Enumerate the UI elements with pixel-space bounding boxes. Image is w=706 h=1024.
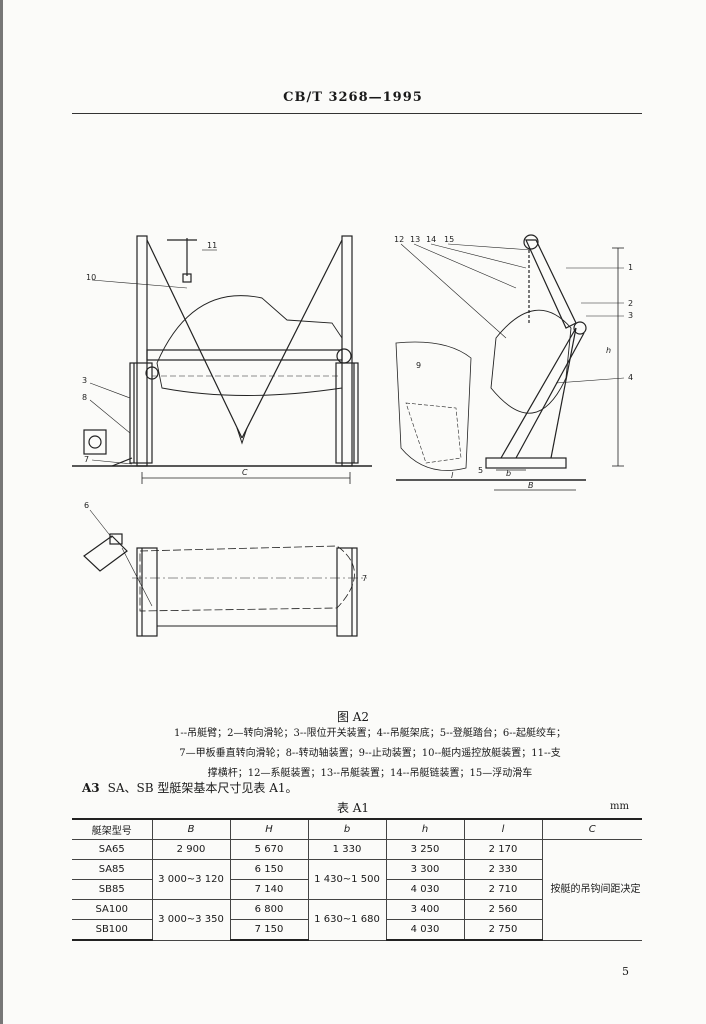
cell-h-lower: 4 030 — [385, 879, 465, 900]
label-3-side: 3 — [628, 311, 633, 320]
table-title: 表 A1 — [336, 801, 370, 815]
label-14: 14 — [426, 235, 436, 244]
cell-h-upper: 7 150 — [229, 919, 309, 941]
label-11: 11 — [207, 241, 217, 250]
label-13: 13 — [410, 235, 420, 244]
header-b-upper: B — [151, 818, 231, 840]
cell-b-lower-merged: 1 430~1 500 — [307, 859, 387, 900]
cell-b-lower-merged: 1 630~1 680 — [307, 899, 387, 941]
cell-b-upper-merged: 3 000~3 350 — [151, 899, 231, 941]
label-10: 10 — [86, 273, 96, 282]
label-3: 3 — [82, 376, 87, 385]
cell-h-lower: 3 300 — [385, 859, 465, 880]
cell-model: SB100 — [72, 919, 153, 941]
legend-line: 撑横杆；12—系艇装置；13--吊艇装置；14--吊艇链装置；15—浮动滑车 — [207, 768, 533, 779]
dim-label-l: l — [451, 471, 454, 480]
dim-label-h: h — [606, 346, 611, 355]
header-l: l — [463, 818, 543, 840]
label-9: 9 — [416, 361, 421, 370]
cell-c-note: 按艇的吊钩间距决定 — [541, 839, 642, 941]
cell-l: 2 330 — [463, 859, 542, 880]
legend-line: 7—甲板垂直转向滑轮；8--转动轴装置；9--止动装置；10--艇内遥控放艇装置… — [179, 748, 561, 759]
header-h-upper: H — [229, 818, 309, 840]
cell-model: SB85 — [72, 879, 153, 900]
figure-plan-view: 6 7 — [72, 496, 382, 646]
label-12: 12 — [394, 235, 404, 244]
cell-l: 2 750 — [463, 919, 542, 941]
section-number: A3 — [82, 781, 100, 795]
cell-model: SA100 — [72, 899, 153, 920]
figure-side-view: h B b l 12 13 14 15 1 2 3 4 5 9 — [386, 228, 642, 503]
dim-label-b-lower: b — [506, 469, 511, 478]
section-text: SA、SB 型艇架基本尺寸见表 A1。 — [107, 781, 298, 795]
cell-b-upper: 2 900 — [151, 839, 231, 860]
header-b-lower: b — [307, 818, 387, 840]
label-8: 8 — [82, 393, 87, 402]
page-number: 5 — [622, 965, 629, 978]
header-h-lower: h — [385, 818, 465, 840]
scan-edge — [0, 0, 3, 1024]
cell-h-upper: 6 800 — [229, 899, 309, 920]
header-c: C — [541, 818, 642, 840]
cell-b-lower: 1 330 — [307, 839, 387, 860]
cell-l: 2 560 — [463, 899, 542, 920]
cell-b-upper-merged: 3 000~3 120 — [151, 859, 231, 900]
cell-model: SA85 — [72, 859, 153, 880]
table-row: SA65 2 900 5 670 1 330 3 250 2 170 按艇的吊钩… — [72, 839, 642, 941]
table-row: SA100 3 000~3 350 6 800 1 630~1 680 3 40… — [72, 899, 642, 941]
label-2: 2 — [628, 299, 633, 308]
cell-model: SA65 — [72, 839, 153, 860]
label-7-plan: 7 — [362, 574, 367, 583]
figure-legend: 1--吊艇臂；2—转向滑轮；3--限位开关装置；4--吊艇架底；5--登艇踏台；… — [150, 724, 590, 784]
label-15: 15 — [444, 235, 454, 244]
section-a3: A3 SA、SB 型艇架基本尺寸见表 A1。 — [82, 779, 298, 796]
figure-caption: 图 A2 — [336, 710, 370, 724]
cell-l: 2 170 — [463, 839, 543, 860]
cell-h-upper: 7 140 — [229, 879, 309, 900]
cell-h-lower: 3 400 — [385, 899, 465, 920]
standard-code: CB/T 3268—1995 — [283, 90, 423, 105]
legend-line: 1--吊艇臂；2—转向滑轮；3--限位开关装置；4--吊艇架底；5--登艇踏台；… — [174, 728, 566, 739]
label-4: 4 — [628, 373, 633, 382]
figure-front-view: C 10 11 3 8 7 — [72, 228, 382, 496]
header-model: 艇架型号 — [72, 818, 153, 840]
header-rule — [72, 113, 642, 114]
cell-h-upper: 5 670 — [229, 839, 309, 860]
cell-h-lower: 3 250 — [385, 839, 465, 860]
label-1: 1 — [628, 263, 633, 272]
dim-label-b-upper: B — [528, 481, 534, 490]
table-unit: mm — [610, 801, 629, 812]
cell-h-lower: 4 030 — [385, 919, 465, 941]
cell-h-upper: 6 150 — [229, 859, 309, 880]
label-5: 5 — [478, 466, 483, 475]
cell-l: 2 710 — [463, 879, 542, 900]
dim-label-c: C — [242, 468, 248, 477]
table-row: SA85 3 000~3 120 6 150 1 430~1 500 3 300… — [72, 859, 642, 900]
table-row: SB100 7 150 4 030 2 750 — [72, 919, 642, 941]
label-7: 7 — [84, 455, 89, 464]
table-header-row: 艇架型号 B H b h l C — [72, 818, 642, 840]
dimension-table: 艇架型号 B H b h l C SA65 2 900 5 670 1 330 … — [72, 818, 642, 941]
label-6: 6 — [84, 501, 89, 510]
